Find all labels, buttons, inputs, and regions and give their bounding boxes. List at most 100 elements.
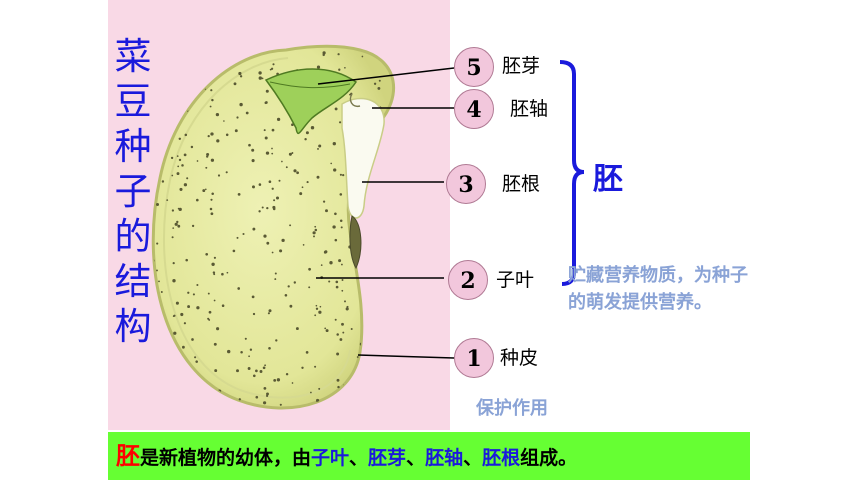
texture-dot: [336, 378, 340, 382]
texture-dot: [177, 165, 180, 168]
texture-dot: [179, 87, 182, 90]
texture-dot: [177, 224, 181, 228]
texture-dot: [193, 70, 196, 73]
texture-dot: [374, 248, 377, 252]
texture-dot: [234, 129, 238, 133]
texture-dot: [231, 54, 234, 57]
texture-dot: [153, 329, 156, 332]
texture-dot: [153, 169, 156, 172]
texture-dot: [209, 62, 213, 66]
radicle-region: [341, 97, 385, 219]
texture-dot: [279, 403, 282, 406]
texture-dot: [240, 350, 243, 354]
texture-dot: [287, 285, 290, 288]
texture-dot: [172, 262, 175, 265]
texture-dot: [275, 196, 280, 200]
leader-line-seed-coat: [357, 354, 455, 359]
texture-dot: [259, 370, 263, 373]
texture-dot: [266, 394, 269, 397]
texture-dot: [338, 121, 342, 124]
texture-dot: [168, 368, 171, 372]
texture-dot: [153, 139, 157, 143]
texture-dot: [320, 264, 323, 266]
texture-dot: [238, 71, 242, 76]
texture-dot: [396, 278, 399, 281]
texture-dot: [207, 292, 210, 295]
texture-dot: [154, 351, 157, 354]
texture-dot: [239, 75, 243, 78]
texture-dot: [315, 307, 319, 310]
texture-dot: [232, 249, 236, 253]
texture-dot: [248, 143, 251, 147]
texture-dot: [236, 369, 239, 373]
texture-dot: [281, 238, 285, 243]
texture-dot: [237, 193, 241, 196]
texture-dot: [238, 398, 241, 401]
texture-dot: [174, 384, 178, 388]
texture-dot: [316, 175, 320, 179]
texture-dot: [285, 372, 289, 376]
texture-dot: [173, 314, 176, 317]
texture-dot: [392, 109, 394, 112]
texture-dot: [380, 185, 384, 189]
texture-dot: [390, 374, 394, 377]
texture-dot: [397, 357, 400, 360]
texture-dot: [322, 200, 326, 203]
texture-dot: [174, 66, 178, 70]
texture-dot: [305, 351, 309, 354]
texture-dot: [211, 192, 214, 196]
texture-dot: [386, 264, 389, 267]
texture-dot: [261, 77, 264, 80]
texture-dot: [391, 360, 394, 363]
texture-dot: [153, 338, 156, 341]
texture-dot: [266, 241, 270, 245]
texture-dot: [166, 199, 169, 202]
texture-dot: [188, 384, 192, 387]
texture-dot: [153, 111, 156, 114]
texture-dot: [288, 152, 292, 156]
texture-dot: [368, 203, 371, 205]
texture-dot: [210, 132, 214, 136]
texture-dot: [267, 312, 270, 315]
texture-dot: [336, 352, 340, 356]
texture-dot: [183, 322, 187, 325]
summary-part-cotyledon: 子叶: [311, 447, 350, 469]
part-label-plumule: 胚芽: [502, 55, 541, 77]
texture-dot: [236, 116, 239, 119]
texture-dot: [381, 55, 385, 60]
summary-part-plumule: 胚芽: [368, 447, 407, 469]
texture-dot: [221, 304, 225, 307]
texture-dot: [208, 310, 212, 314]
texture-dot: [339, 173, 342, 176]
part-number-badge: 3: [446, 164, 486, 204]
texture-dot: [162, 369, 164, 372]
texture-dot: [328, 280, 331, 283]
texture-dot: [168, 386, 171, 389]
texture-dot: [182, 345, 185, 349]
texture-dot: [377, 86, 381, 90]
texture-dot: [389, 338, 394, 343]
texture-dot: [291, 152, 294, 154]
texture-dot: [272, 63, 275, 66]
texture-dot: [385, 155, 389, 159]
texture-dot: [308, 267, 311, 271]
texture-dot: [160, 291, 163, 293]
texture-dot: [191, 224, 195, 228]
texture-dot: [268, 180, 272, 184]
texture-dot: [389, 269, 392, 272]
texture-dot: [335, 285, 339, 289]
summary-embryo: 胚: [116, 442, 140, 470]
texture-dot: [213, 342, 217, 346]
texture-dot: [150, 177, 153, 180]
texture-dot: [345, 307, 349, 311]
texture-dot: [265, 101, 268, 104]
texture-dot: [150, 273, 152, 275]
texture-dot: [216, 327, 220, 331]
texture-dot: [187, 291, 190, 294]
texture-dot: [271, 128, 275, 132]
texture-dot: [274, 272, 277, 275]
texture-dot: [263, 401, 267, 405]
texture-dot: [225, 171, 228, 174]
texture-dot: [291, 382, 294, 384]
texture-dot: [285, 166, 288, 169]
